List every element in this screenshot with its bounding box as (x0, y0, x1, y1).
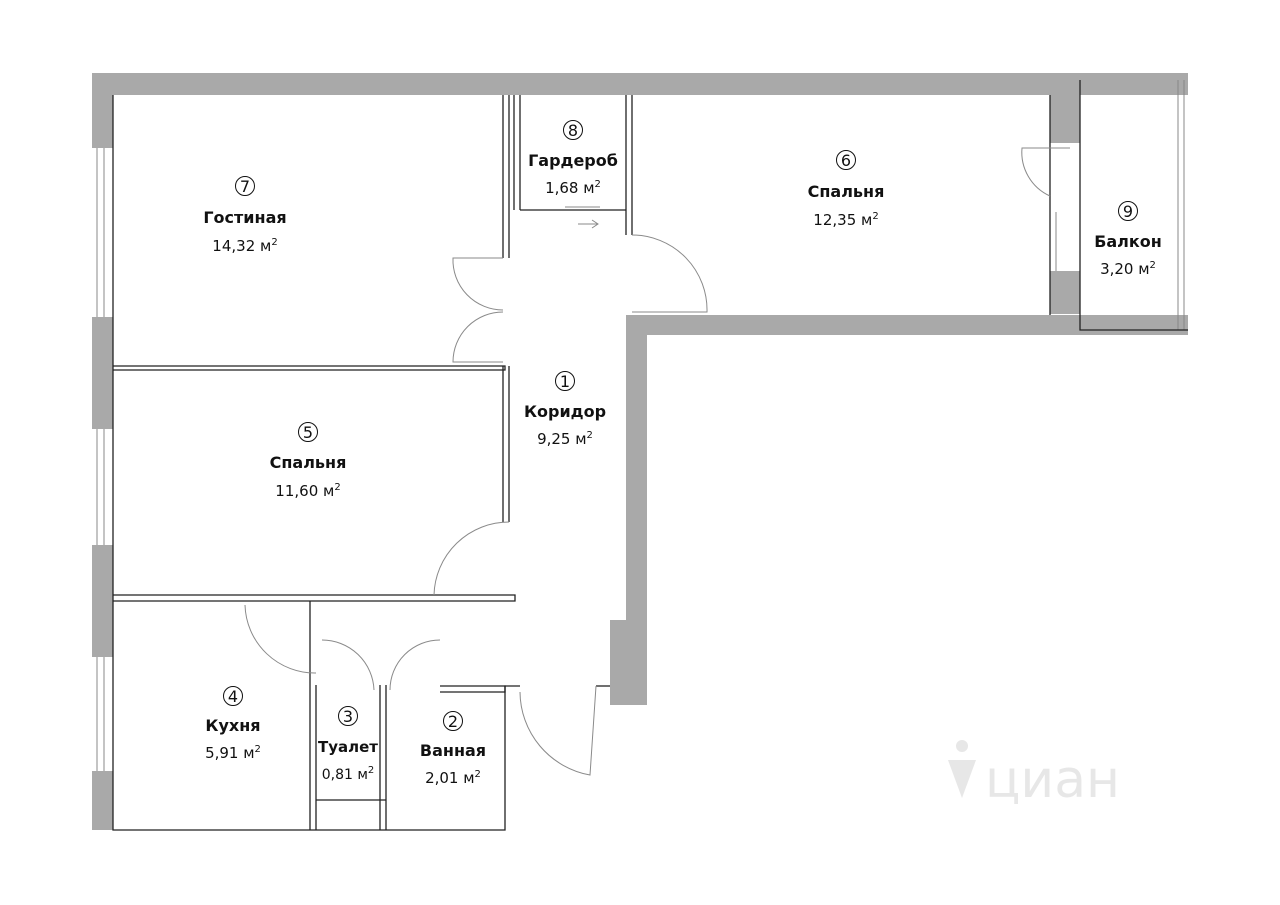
room-number: 6 (841, 151, 851, 170)
interior-walls (112, 80, 1188, 831)
room-area: 5,91 м2 (205, 744, 261, 762)
room-area: 14,32 м2 (212, 237, 277, 255)
room-number: 7 (240, 177, 250, 196)
room-area: 2,01 м2 (425, 769, 481, 787)
room-number: 5 (303, 423, 313, 442)
room-name: Спальня (270, 453, 347, 472)
room-area: 9,25 м2 (537, 430, 593, 448)
room-number: 4 (228, 687, 238, 706)
windows (96, 80, 1185, 771)
room-name: Коридор (524, 402, 606, 421)
room-name: Ванная (420, 741, 486, 760)
room-number: 8 (568, 121, 578, 140)
doors (244, 147, 1070, 776)
room-label-3: 3 Туалет 0,81 м2 (318, 706, 378, 783)
room-area: 3,20 м2 (1100, 260, 1156, 278)
room-name: Кухня (205, 716, 260, 735)
room-label-6: 6 Спальня 12,35 м2 (808, 150, 885, 229)
room-label-4: 4 Кухня 5,91 м2 (205, 686, 261, 762)
watermark-text: циан (985, 750, 1120, 810)
room-number: 1 (560, 372, 570, 391)
room-number: 2 (448, 712, 458, 731)
room-area: 0,81 м2 (322, 765, 375, 783)
room-name: Туалет (318, 738, 378, 756)
room-label-1: 1 Коридор 9,25 м2 (524, 371, 606, 448)
watermark: циан (948, 740, 1120, 810)
room-name: Гардероб (528, 151, 618, 170)
room-name: Гостиная (203, 208, 286, 227)
cian-logo-icon (948, 740, 976, 798)
room-number: 3 (343, 707, 353, 726)
room-number: 9 (1123, 202, 1133, 221)
room-area: 1,68 м2 (545, 179, 601, 197)
room-name: Спальня (808, 182, 885, 201)
room-name: Балкон (1094, 232, 1162, 251)
room-area: 12,35 м2 (813, 211, 878, 229)
exterior-walls (92, 73, 1188, 830)
room-label-2: 2 Ванная 2,01 м2 (420, 711, 486, 787)
room-area: 11,60 м2 (275, 482, 340, 500)
room-label-5: 5 Спальня 11,60 м2 (270, 422, 347, 500)
room-label-9: 9 Балкон 3,20 м2 (1094, 201, 1162, 278)
room-label-8: 8 Гардероб 1,68 м2 (528, 120, 618, 197)
room-label-7: 7 Гостиная 14,32 м2 (203, 176, 287, 255)
